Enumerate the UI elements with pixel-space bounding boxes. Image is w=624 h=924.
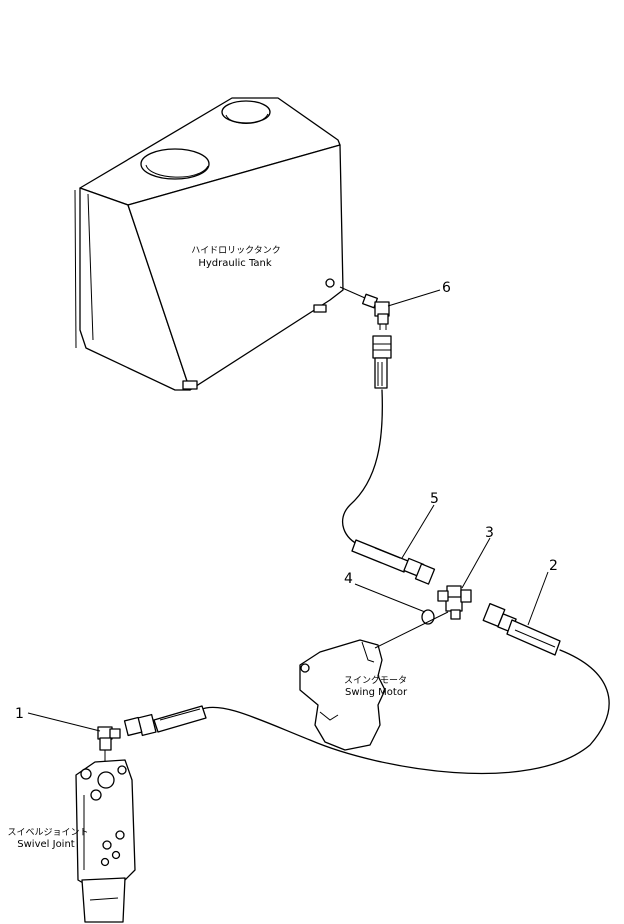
elbow-fitting-1 xyxy=(97,726,121,770)
callout-1: 1 xyxy=(15,706,24,722)
callout-5: 5 xyxy=(430,491,439,507)
callouts: 1 2 3 4 5 6 xyxy=(15,280,558,732)
callout-2: 2 xyxy=(549,558,558,574)
swivel-hose xyxy=(123,705,207,737)
callout-4: 4 xyxy=(344,571,353,587)
swing-motor-label-en: Swing Motor xyxy=(345,687,408,698)
upper-hose-5 xyxy=(341,335,436,585)
elbow-fitting-6 xyxy=(339,286,390,330)
swivel-joint-label-jp: スイベルジョイント xyxy=(7,828,88,838)
callout-3: 3 xyxy=(485,525,494,541)
hydraulic-tank-label-en: Hydraulic Tank xyxy=(198,258,272,269)
swing-motor-label-jp: スイングモータ xyxy=(344,674,407,686)
swing-motor: スイングモータ Swing Motor xyxy=(299,639,408,751)
hose-2 xyxy=(199,603,610,775)
swivel-joint-label-en: Swivel Joint xyxy=(17,839,75,850)
callout-6: 6 xyxy=(442,280,451,296)
hydraulic-tank: ハイドロリックタンク Hydraulic Tank xyxy=(74,97,344,391)
tee-fitting-3 xyxy=(437,585,472,620)
hydraulic-tank-label-jp: ハイドロリックタンク xyxy=(191,245,280,256)
swivel-joint: スイベルジョイント Swivel Joint xyxy=(7,759,136,923)
